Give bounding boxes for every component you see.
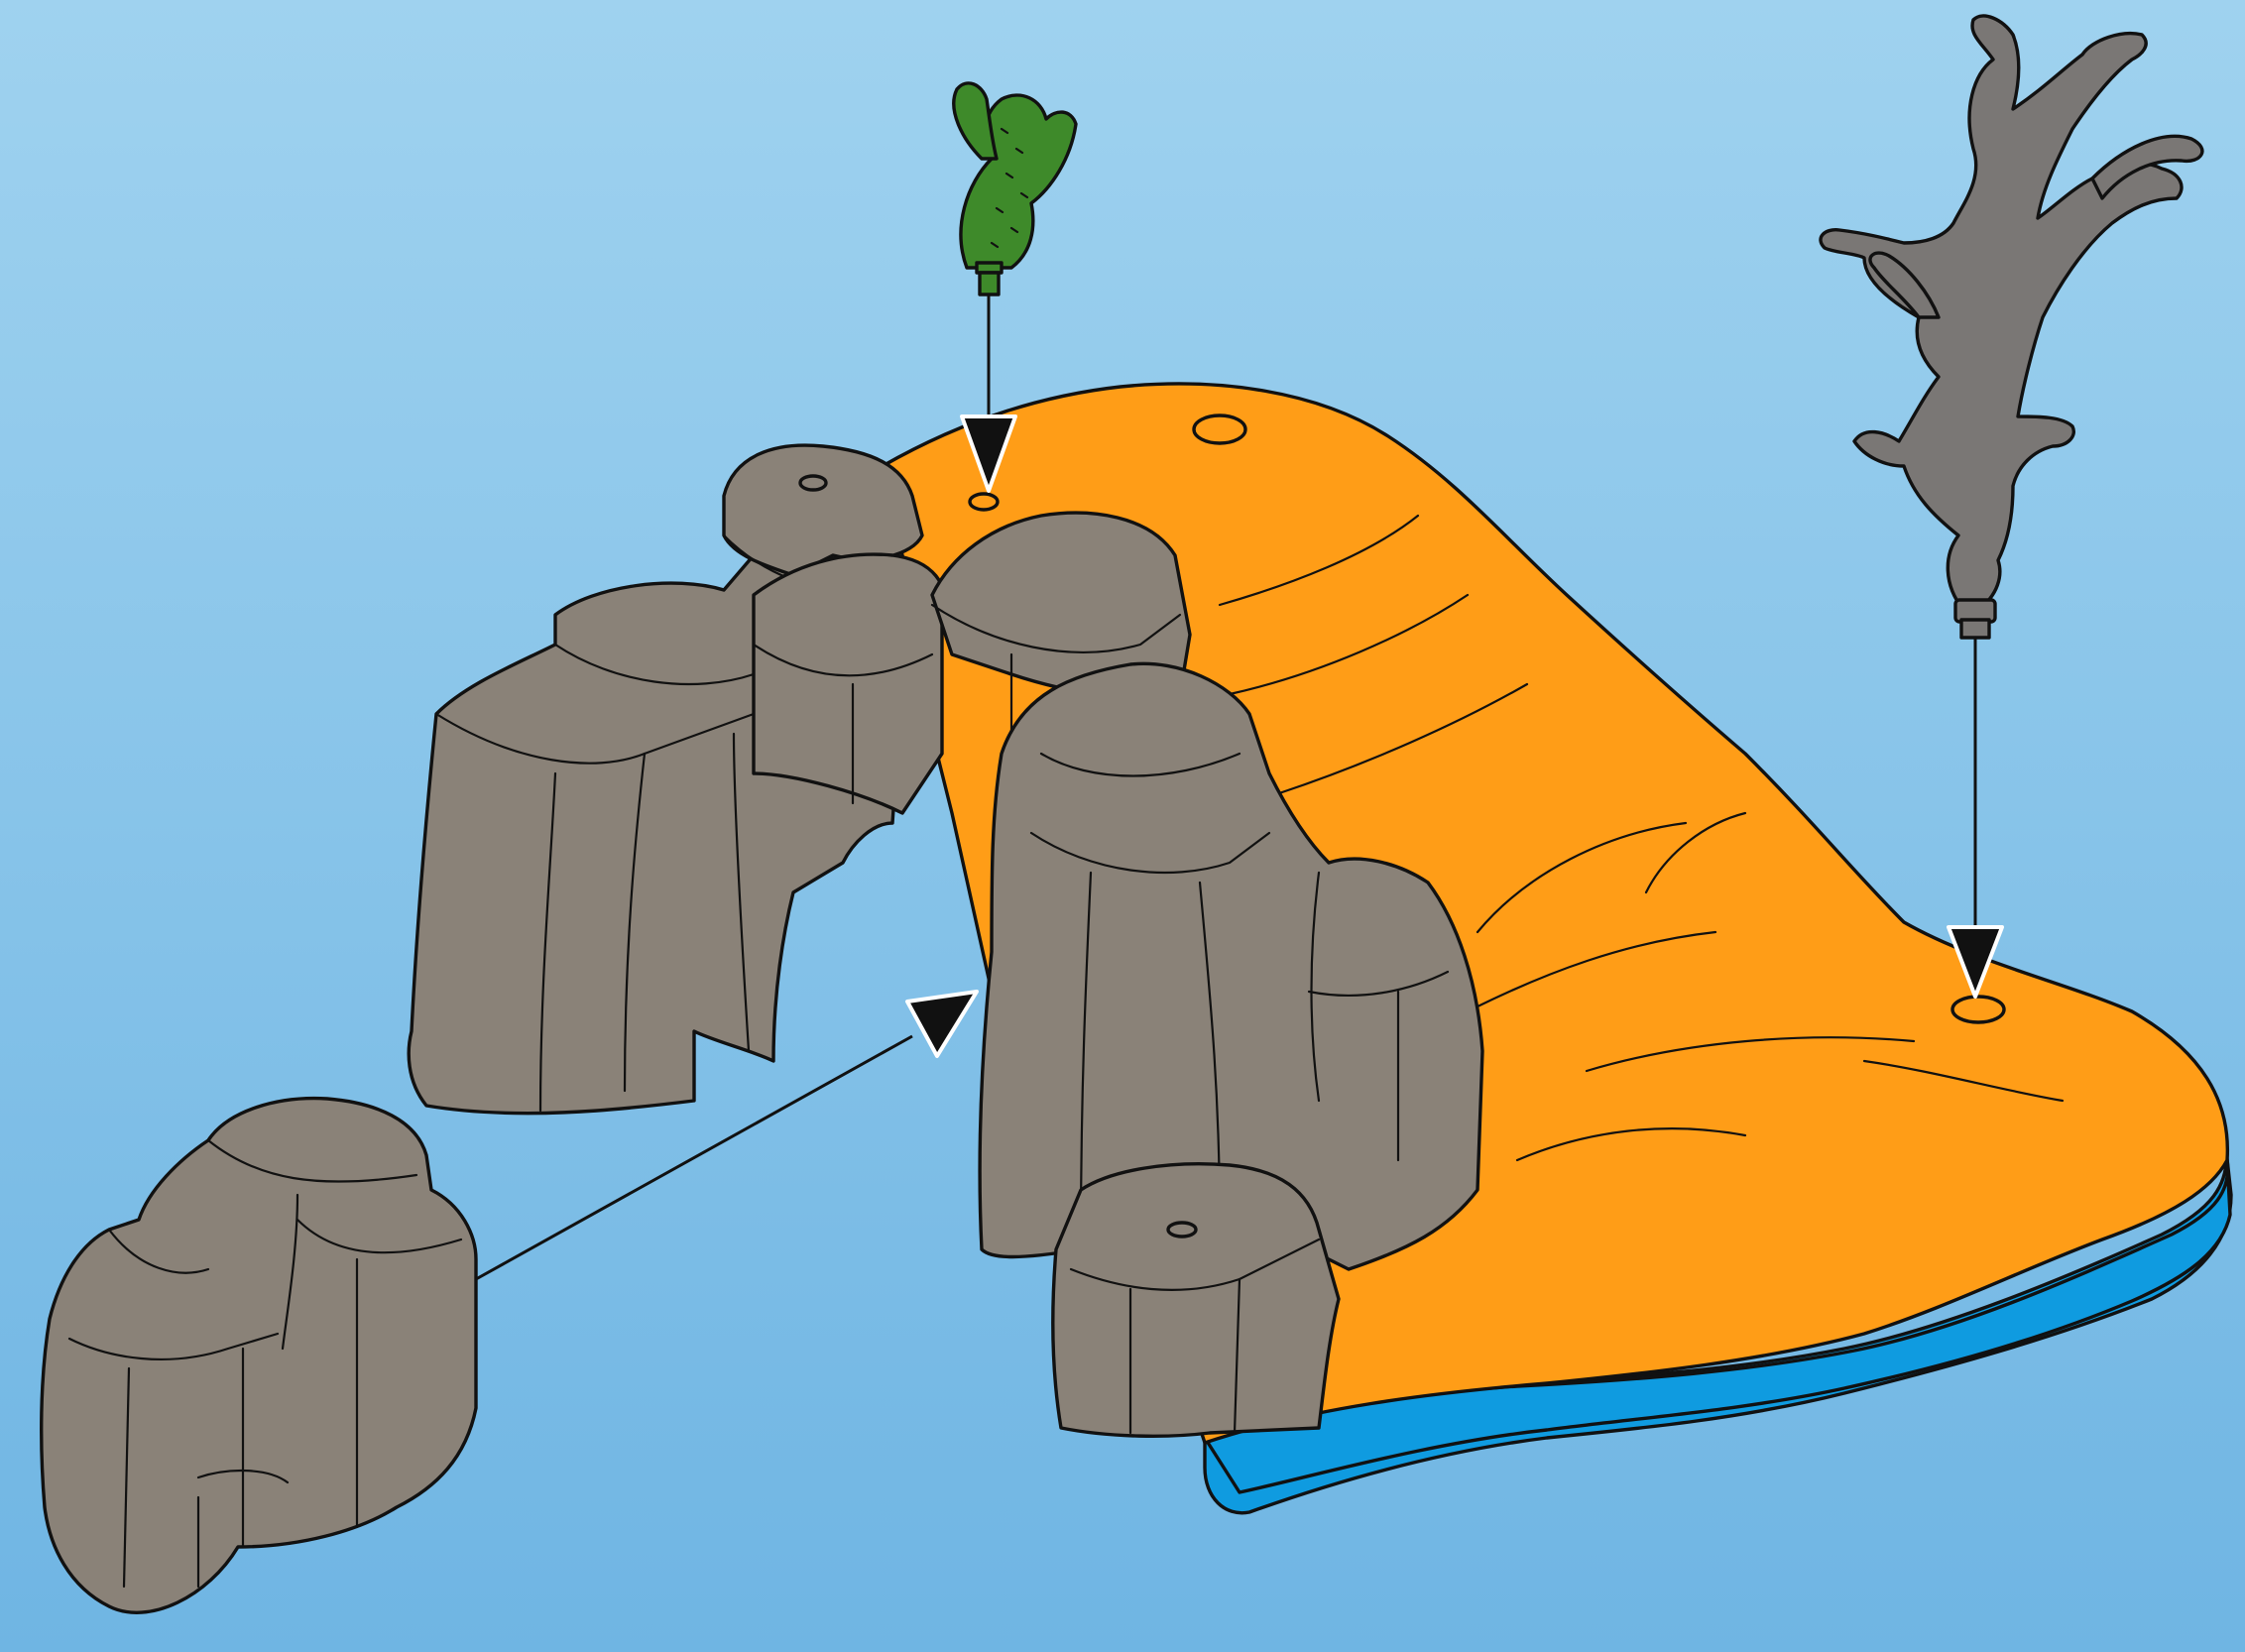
- cactus-peg: [980, 273, 999, 295]
- rock-peg-top: [800, 476, 826, 490]
- right-peg-hole: [1952, 997, 2004, 1022]
- rock-arch-front-pillar: [1053, 1164, 1339, 1437]
- rock-arch-middle-block: [754, 554, 945, 813]
- top-peg-hole: [970, 494, 998, 510]
- tree-peg: [1961, 620, 1989, 638]
- rock-peg-front: [1168, 1223, 1196, 1237]
- sand-peg-top: [1194, 415, 1245, 443]
